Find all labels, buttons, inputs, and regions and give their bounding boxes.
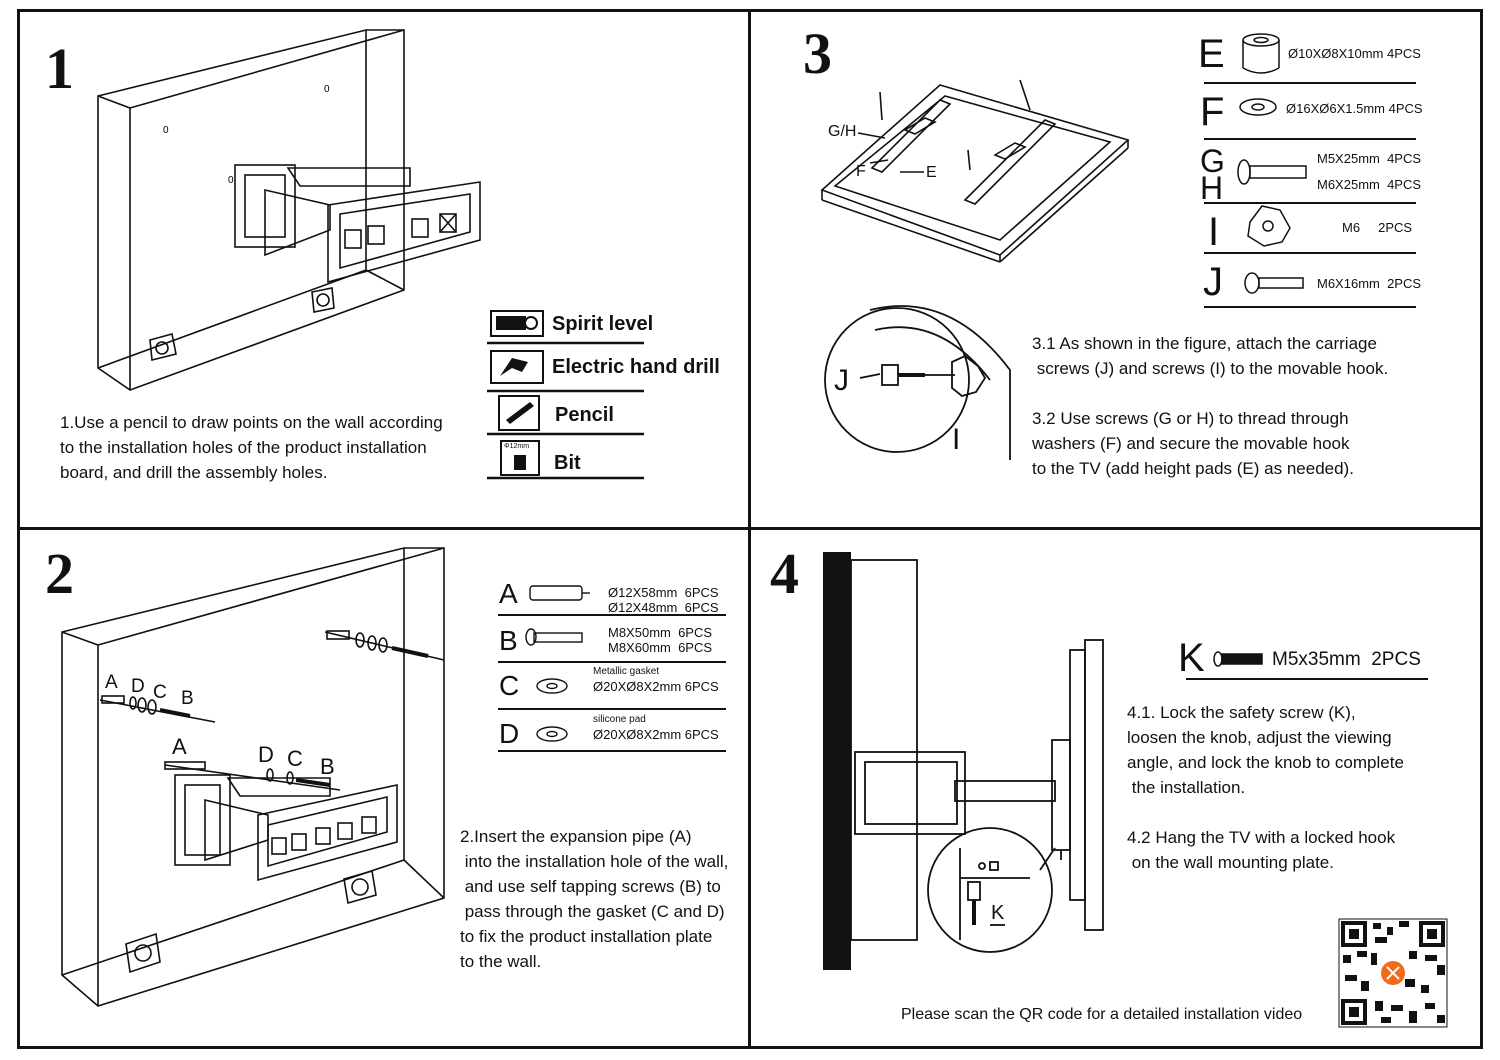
- part-k-specs: M5x35mm 2PCS: [1272, 649, 1421, 670]
- parts-divider: [1204, 252, 1416, 254]
- part-c-letter: C: [499, 670, 520, 701]
- part-i-specs: M6 2PCS: [1342, 220, 1413, 235]
- step-4-instructions: 4.1. Lock the safety screw (K), loosen t…: [1127, 703, 1404, 872]
- s3-label-f: F: [856, 163, 866, 180]
- part-e-specs: Ø10XØ8X10mm 4PCS: [1288, 46, 1421, 61]
- step-3-instructions: 3.1 As shown in the figure, attach the c…: [1032, 334, 1389, 478]
- s3-label-gh: G/H: [828, 123, 857, 140]
- step-3-number: 3: [803, 21, 832, 86]
- part-h-letter: H: [1200, 170, 1224, 206]
- parts-divider: [498, 708, 726, 710]
- horizontal-divider: [17, 527, 1483, 530]
- part-j-letter: J: [1203, 260, 1223, 304]
- star-knob-icon: [1247, 205, 1291, 247]
- parts-divider: [498, 661, 726, 663]
- parts-divider: [498, 750, 726, 752]
- s2-label-a: A: [172, 734, 187, 759]
- spirit-level-icon: [490, 310, 544, 337]
- part-j-specs: M6X16mm 2PCS: [1317, 276, 1422, 291]
- parts-divider: [1204, 306, 1416, 308]
- pencil-icon: [498, 395, 540, 431]
- part-e-letter: E: [1198, 32, 1225, 76]
- s3-label-e: E: [926, 164, 937, 181]
- part-b-letter: B: [499, 625, 518, 656]
- part-d-letter: D: [499, 718, 520, 749]
- s2-label-c: C: [287, 746, 303, 771]
- hole-mark: 0: [228, 175, 234, 186]
- part-i-letter: I: [1208, 210, 1220, 254]
- silicone-pad-icon: [536, 726, 568, 742]
- s2-label-a-top: A: [105, 672, 118, 693]
- bit-size-note: Φ12mm: [504, 443, 530, 450]
- step-4-number: 4: [770, 541, 799, 606]
- part-g-specs: M5X25mm 4PCS: [1317, 151, 1422, 166]
- tool-electric-drill: Electric hand drill: [552, 356, 720, 378]
- part-a-specs: Ø12X58mm 6PCS Ø12X48mm 6PCS: [608, 585, 719, 615]
- qr-caption: Please scan the QR code for a detailed i…: [901, 1006, 1303, 1023]
- tool-pencil: Pencil: [555, 404, 614, 426]
- part-h-specs: M6X25mm 4PCS: [1317, 177, 1422, 192]
- s3-label-j: J: [834, 364, 849, 397]
- step-2-number: 2: [45, 541, 74, 606]
- drill-icon: [490, 350, 544, 384]
- step-2-instructions: 2.Insert the expansion pipe (A) into the…: [460, 827, 729, 971]
- hole-mark: 0: [163, 125, 169, 136]
- part-k-letter: K: [1178, 636, 1205, 680]
- step-1-number: 1: [45, 36, 74, 101]
- hole-mark: 0: [324, 84, 330, 95]
- parts-divider: [1204, 82, 1416, 84]
- s4-label-k: K: [991, 902, 1005, 924]
- part-c-caption: Metallic gasket: [593, 666, 660, 677]
- s3-label-i: I: [952, 423, 961, 456]
- parts-divider: [1204, 202, 1416, 204]
- s2-label-b: B: [320, 754, 335, 779]
- part-a-letter: A: [499, 578, 518, 609]
- part-d-caption: silicone pad: [593, 714, 646, 725]
- part-f-letter: F: [1200, 90, 1225, 134]
- lag-screw-icon: [533, 632, 583, 643]
- washer-icon: [1239, 98, 1277, 116]
- tool-bit: Bit: [554, 452, 581, 474]
- bit-icon: [500, 440, 540, 476]
- s2-label-d-top: D: [131, 676, 145, 697]
- parts-divider: [498, 614, 726, 616]
- s2-label-c-top: C: [153, 682, 167, 703]
- part-g-letter: G: [1200, 143, 1225, 179]
- part-f-specs: Ø16XØ6X1.5mm 4PCS: [1286, 101, 1423, 116]
- part-b-specs: M8X50mm 6PCS M8X60mm 6PCS: [608, 625, 713, 655]
- s2-label-d: D: [258, 742, 274, 767]
- parts-divider: [1186, 678, 1428, 680]
- part-d-specs: Ø20XØ8X2mm 6PCS: [593, 727, 719, 742]
- s2-label-b-top: B: [181, 688, 194, 709]
- part-c-specs: Ø20XØ8X2mm 6PCS: [593, 679, 719, 694]
- parts-divider: [1204, 138, 1416, 140]
- tool-spirit-level: Spirit level: [552, 313, 654, 335]
- step-1-instructions: 1.Use a pencil to draw points on the wal…: [60, 413, 443, 482]
- metal-washer-icon: [536, 678, 568, 694]
